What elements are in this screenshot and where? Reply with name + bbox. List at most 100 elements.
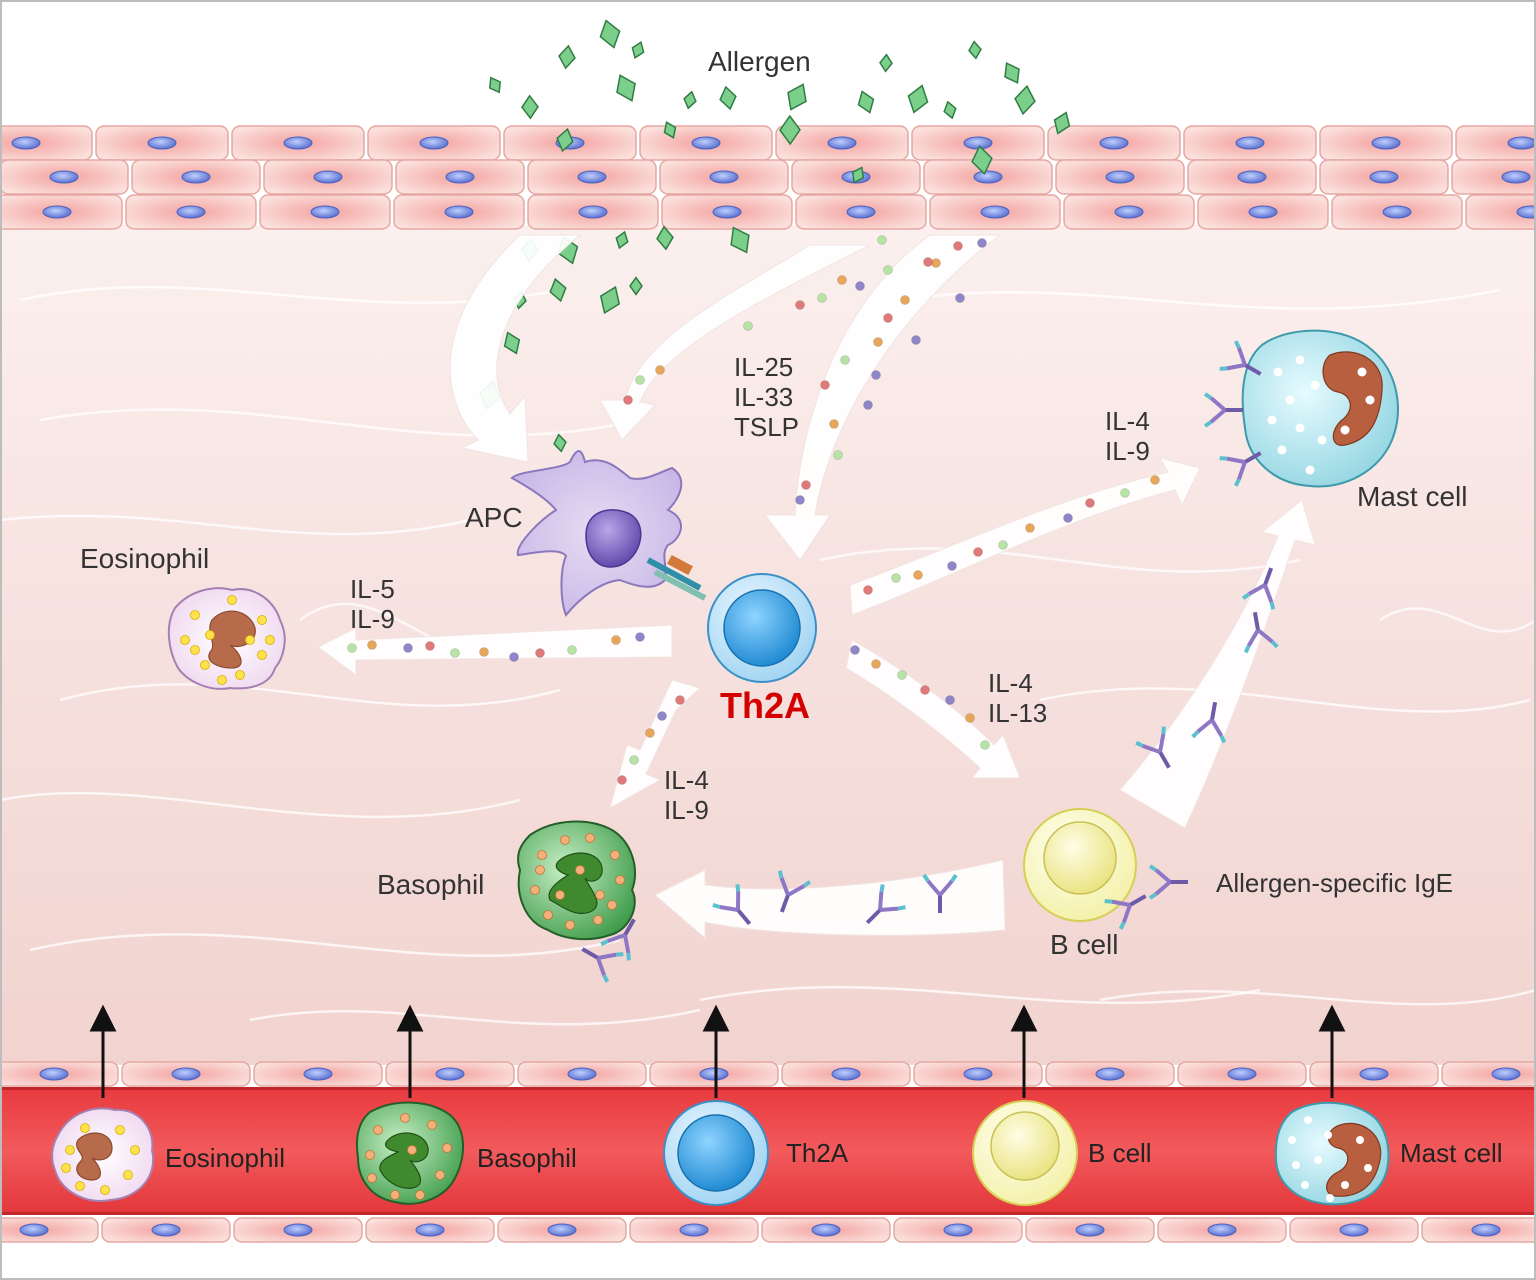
cytokine-dot [795,300,805,310]
granule [1295,423,1305,433]
granule [367,1173,377,1183]
granule [1310,380,1320,390]
granule [115,1125,125,1135]
cytokine-dot [655,365,665,375]
allergen-particle [656,225,674,251]
granule [1277,445,1287,455]
allergen-particle [857,90,875,114]
granule [1314,1156,1322,1164]
allergen-particle [719,85,737,111]
granule [427,1120,437,1130]
granule [1356,1136,1364,1144]
epithelial-cell [1289,1217,1419,1243]
arrow-th2a-to-mast-cell [849,457,1201,616]
cytokine-dot [863,400,873,410]
epithelial-cell [0,1217,99,1243]
epithelial-cell [1309,1061,1439,1087]
granule [373,1125,383,1135]
ige-antibody [1219,340,1262,376]
ige-antibody [1219,451,1262,487]
allergen-particle [943,100,957,120]
granule [1364,1164,1372,1172]
arrow-th2a-to-b-cell [845,639,1021,779]
granule [130,1145,140,1155]
cytokine-dot [1025,523,1035,533]
granule [435,1170,445,1180]
cytokine-tslp: TSLP [734,412,800,442]
basophil-cell [517,820,637,941]
apc-cell [510,450,707,617]
epithelial-cell [259,194,391,230]
ige-antibody [1135,726,1171,769]
cytokine-dot [629,755,639,765]
allergen-particle [616,74,636,102]
allergen-particle [851,166,865,184]
granule [407,1145,417,1155]
granule [65,1145,75,1155]
epithelial-cell [231,125,365,161]
ige-antibody [581,947,624,983]
allergen-particle [615,230,629,250]
allergen-particle [631,40,645,60]
cytokine-dot [801,480,811,490]
granule [610,850,620,860]
cytokine-dot [913,570,923,580]
collagen-fibers [0,285,1536,1026]
granule [1304,1116,1312,1124]
granule [390,1190,400,1200]
eosinophil-cell [167,587,286,690]
granule [595,890,605,900]
granule [1341,1181,1349,1189]
allergen-particle [663,121,677,139]
epithelial-cell [121,1061,251,1087]
epithelial-cell [1063,194,1195,230]
epithelial-cell [527,194,659,230]
granule [205,630,215,640]
cytokine-dot [820,380,830,390]
ige-antibody [865,884,906,925]
epithelial-cell [517,1061,647,1087]
epithelial-cytokines: IL-25 IL-33 TSLP [734,352,799,442]
epithelial-cell [913,1061,1043,1087]
granule [1295,355,1305,365]
cytokine-dot [1063,513,1073,523]
eosinophil-label: Eosinophil [80,543,210,574]
th2a-cell [707,573,817,683]
vessel-b-cell [972,1100,1078,1206]
granule [257,650,267,660]
allergen-particle [553,433,567,453]
arrow-th2a-to-basophil [609,679,701,810]
cytokine-dot [535,648,545,658]
granule [1340,425,1350,435]
cytokine-il9: IL-9 [350,604,395,634]
epithelial-cell [131,159,261,195]
granule [245,635,255,645]
epithelial-cell [385,1061,515,1087]
cytokine-il9: IL-9 [1105,436,1150,466]
cytokine-dot [367,640,377,650]
granule [1305,465,1315,475]
ige-antibody [1148,864,1188,900]
granule [1301,1181,1309,1189]
epithelial-cell [1197,194,1329,230]
cytokine-dot [611,635,621,645]
arrow-epithelium-to-th2a [763,234,1002,561]
granule [217,675,227,685]
arrow-epithelium-to-apc [599,244,871,441]
epithelial-cell [263,159,393,195]
allergen-specific-ige-label: Allergen-specific IgE [1216,868,1453,898]
cytokine-dot [973,547,983,557]
allergen-particle [1004,62,1020,84]
epithelial-cell [1319,125,1453,161]
cytokine-dot [1085,498,1095,508]
cytokine-dot [883,265,893,275]
allergen-particle [503,331,521,355]
vessel-mast-cell [1274,1101,1390,1206]
granule [123,1170,133,1180]
mast-cell [1241,329,1399,488]
allergen-particle [779,114,801,146]
epithelial-cell [1183,125,1317,161]
epithelial-cell [367,125,501,161]
cytokine-dot [977,238,987,248]
granule [180,635,190,645]
